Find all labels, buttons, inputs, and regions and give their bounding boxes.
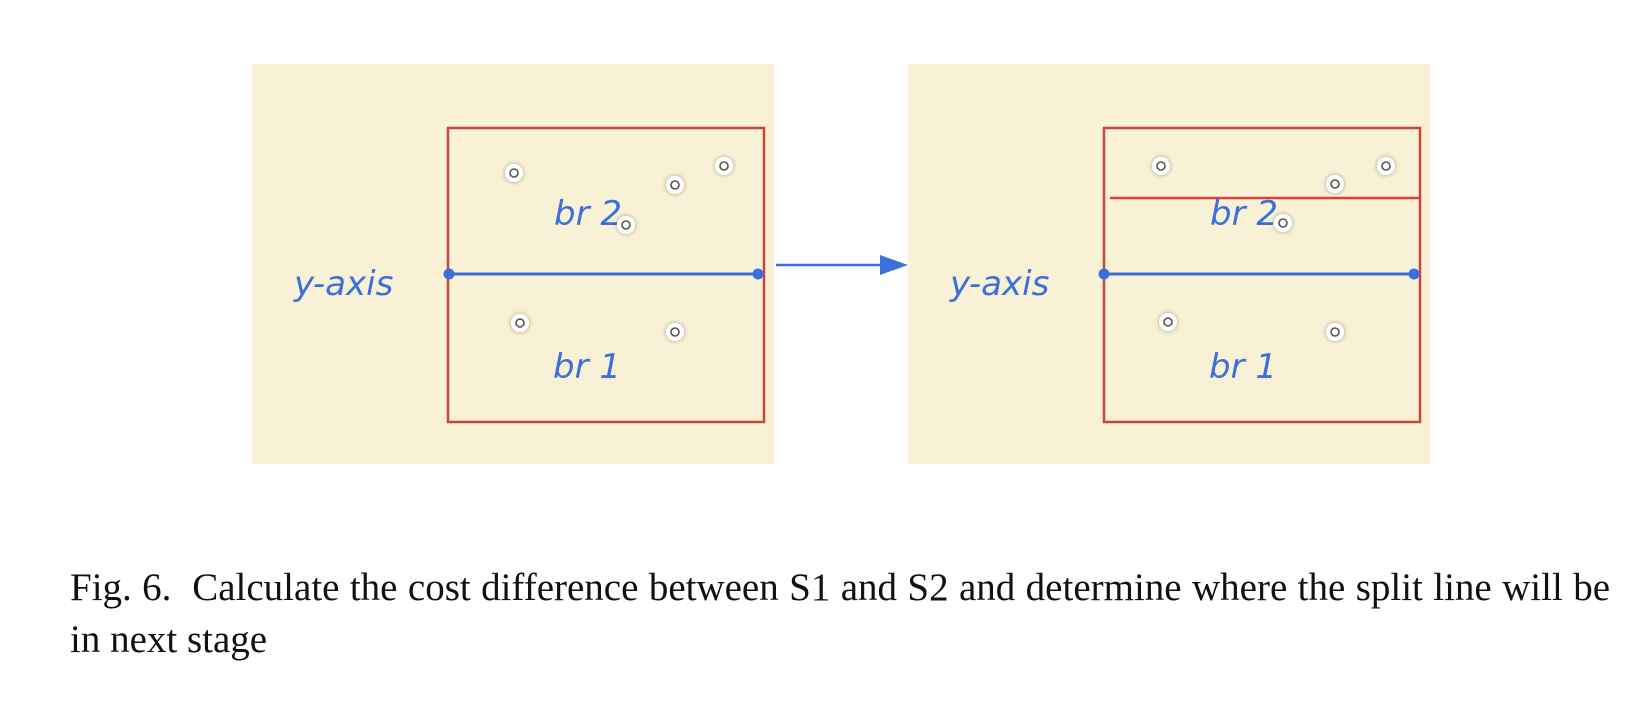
- split-line-endpoint: [1098, 268, 1110, 280]
- region-label-br1: br 1: [1209, 347, 1277, 387]
- split-line-endpoint: [1408, 268, 1420, 280]
- region-label-br1: br 1: [553, 347, 621, 387]
- data-point: [1152, 157, 1170, 175]
- data-point: [505, 164, 523, 182]
- data-point: [1274, 214, 1292, 232]
- panel-before: y-axis br 2 br 1: [252, 64, 774, 464]
- data-point: [1326, 175, 1344, 193]
- caption-text: Calculate the cost difference between S1…: [70, 566, 1611, 661]
- data-point: [666, 323, 684, 341]
- axis-label: y-axis: [949, 264, 1049, 304]
- figure-caption: Fig. 6. Calculate the cost difference be…: [70, 562, 1610, 666]
- region-label-br2: br 2: [554, 194, 622, 234]
- data-point: [511, 314, 529, 332]
- axis-label: y-axis: [293, 264, 393, 304]
- figure: y-axis br 2 br 1 y-axis br 2 br 1: [252, 64, 1430, 464]
- split-line-endpoint: [752, 268, 764, 280]
- caption-prefix: Fig. 6.: [70, 566, 172, 609]
- panel-after: y-axis br 2 br 1: [908, 64, 1430, 464]
- data-point: [666, 176, 684, 194]
- data-point: [1159, 313, 1177, 331]
- panel-background: [252, 64, 774, 464]
- data-point: [1377, 157, 1395, 175]
- split-line-endpoint: [443, 268, 455, 280]
- data-points: [1152, 157, 1395, 341]
- transition-arrow: [776, 255, 908, 275]
- data-point: [715, 157, 733, 175]
- panel-background: [908, 64, 1430, 464]
- data-points: [505, 157, 733, 341]
- data-point: [617, 216, 635, 234]
- data-point: [1326, 323, 1344, 341]
- region-label-br2: br 2: [1210, 194, 1278, 234]
